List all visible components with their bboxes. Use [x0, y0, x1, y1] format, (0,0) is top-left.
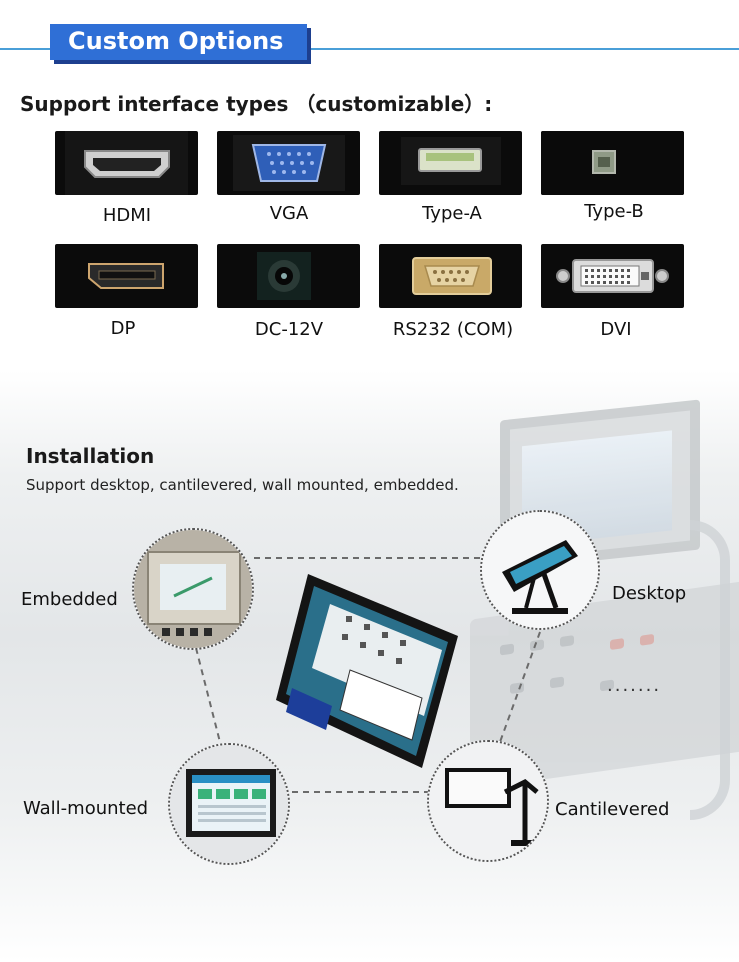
desktop-mount-icon	[482, 512, 598, 628]
header-title: Custom Options	[68, 27, 284, 55]
dc-tile	[217, 244, 360, 308]
displayport-icon	[88, 263, 164, 289]
desktop-circle	[480, 510, 600, 630]
dc-jack-icon	[257, 252, 311, 300]
cantilevered-label: Cantilevered	[555, 799, 670, 820]
embedded-circle	[132, 528, 254, 650]
wall-mounted-label: Wall-mounted	[23, 798, 149, 819]
rs232-tile	[379, 244, 522, 308]
header-rule	[0, 48, 739, 50]
vga-label: VGA	[269, 203, 309, 224]
rs232-port-icon	[412, 257, 492, 295]
vga-tile	[217, 131, 360, 195]
type-a-tile	[379, 131, 522, 195]
installation-subtitle: Support desktop, cantilevered, wall moun…	[26, 476, 459, 494]
wall-mounted-circle	[168, 743, 290, 865]
hdmi-port-icon	[65, 131, 188, 195]
more-options-ellipsis: ·······	[607, 680, 662, 701]
vga-port-icon	[233, 135, 345, 191]
cantilevered-circle	[427, 740, 549, 862]
dvi-tile	[541, 244, 684, 308]
header-badge: Custom Options	[50, 24, 307, 60]
embedded-label: Embedded	[21, 589, 118, 610]
wall-mount-icon	[170, 745, 288, 863]
embedded-mount-icon	[134, 530, 252, 648]
rs232-label: RS232 (COM)	[392, 319, 514, 340]
usb-b-port-icon	[541, 131, 684, 195]
dvi-label: DVI	[600, 319, 632, 340]
usb-a-port-icon	[401, 137, 501, 185]
dp-label: DP	[110, 318, 136, 339]
dp-tile	[55, 244, 198, 308]
cantilever-mount-icon	[429, 742, 547, 860]
panel-pc-image	[276, 574, 458, 768]
dc-label: DC-12V	[254, 319, 324, 340]
hdmi-label: HDMI	[102, 205, 152, 226]
interfaces-title: Support interface types （customizable）:	[20, 92, 493, 116]
hdmi-tile	[55, 131, 198, 195]
type-b-label: Type-B	[584, 201, 644, 222]
installation-title: Installation	[26, 444, 155, 468]
type-b-tile	[541, 131, 684, 195]
desktop-label: Desktop	[612, 583, 687, 604]
dvi-port-icon	[556, 259, 669, 293]
type-a-label: Type-A	[422, 203, 482, 224]
